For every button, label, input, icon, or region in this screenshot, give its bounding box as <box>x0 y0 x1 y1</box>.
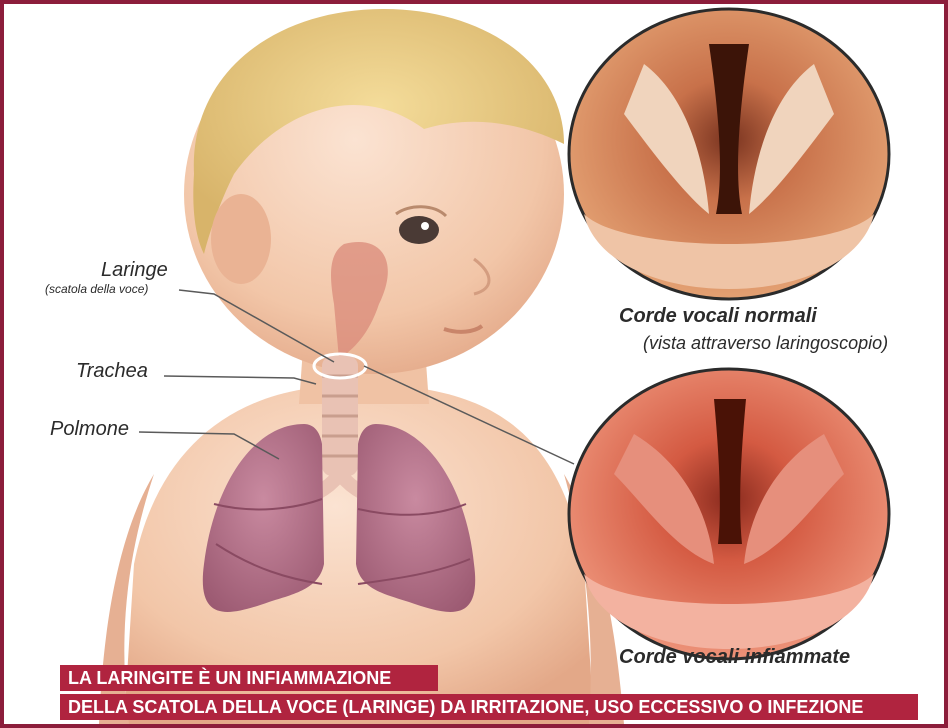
trachea-label: Trachea <box>76 360 148 383</box>
normal-vocal-cords-view <box>569 9 889 299</box>
inflamed-vocal-cords-view <box>569 369 889 659</box>
normal-vocal-cords-subcaption: (vista attraverso laringoscopio) <box>643 333 888 354</box>
larynx-label: Laringe <box>101 259 168 282</box>
normal-vocal-cords-caption: Corde vocali normali <box>619 305 817 328</box>
banner-line-1: LA LARINGITE È UN INFIAMMAZIONE <box>60 665 438 691</box>
lung-label: Polmone <box>50 418 129 441</box>
larynx-sublabel: (scatola della voce) <box>45 282 148 296</box>
banner-line-2: DELLA SCATOLA DELLA VOCE (LARINGE) DA IR… <box>60 694 918 720</box>
inflamed-vocal-cords-caption: Corde vocali infiammate <box>619 646 850 669</box>
child-figure <box>99 9 624 724</box>
